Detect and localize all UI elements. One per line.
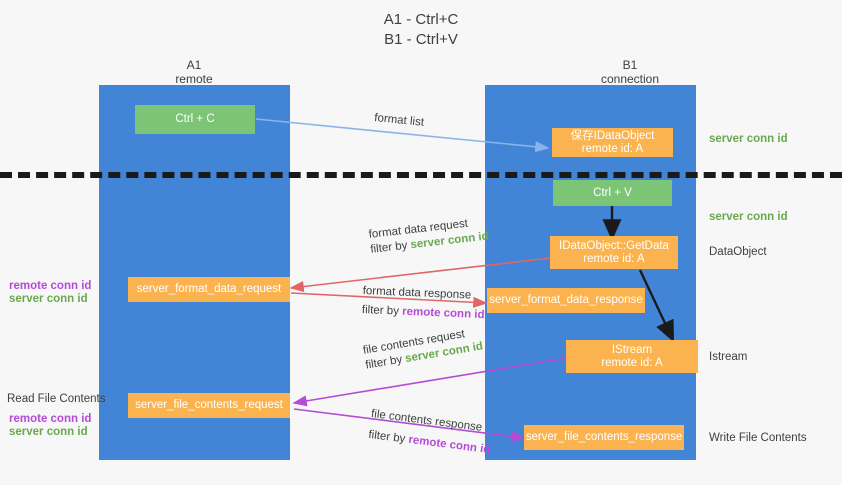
box-server-format-data-request[interactable]: server_format_data_request [128, 277, 290, 302]
right-label-server-conn-id-second: server conn id [709, 211, 788, 223]
box-ctrl-v[interactable]: Ctrl + V [553, 180, 672, 206]
arrow-format-data-request [289, 257, 552, 293]
right-label-dataobject: DataObject [709, 246, 767, 258]
filter-prefix: filter by [361, 303, 403, 318]
box-server-file-contents-response-label: server_file_contents_response [525, 431, 683, 443]
arrow-file-contents-request [292, 357, 568, 407]
edge-label-format-list-text: format list [373, 111, 425, 129]
box-server-format-data-request-label: server_format_data_request [136, 283, 282, 295]
box-ctrl-c[interactable]: Ctrl + C [135, 105, 255, 134]
lane-header-a1: A1 remote [94, 58, 294, 86]
box-server-file-contents-request[interactable]: server_file_contents_request [128, 393, 290, 418]
box-save-idataobject[interactable]: 保存IDataObject remote id: A [552, 128, 673, 157]
box-idataobject-getdata-label: IDataObject::GetData remote id: A [559, 239, 669, 265]
edge-label-format-data-response: format data response filter by remote co… [362, 284, 486, 323]
box-ctrl-v-label: Ctrl + V [593, 186, 632, 199]
diagram-title: A1 - Ctrl+C B1 - Ctrl+V [0, 10, 842, 50]
box-server-format-data-response[interactable]: server_format_data_response [487, 288, 645, 313]
box-ctrl-c-label: Ctrl + C [175, 113, 215, 125]
box-server-file-contents-response[interactable]: server_file_contents_response [524, 425, 684, 450]
lane-a1-subtitle: remote [175, 72, 213, 86]
arrow-format-list [255, 118, 550, 153]
left-label-remote-conn-id-bottom: remote conn id [9, 413, 92, 425]
left-label-server-conn-id-mid: server conn id [9, 293, 88, 305]
filter-value-remote-conn-id: remote conn id [401, 305, 485, 322]
lane-b1-subtitle: connection [600, 72, 660, 86]
filter-prefix: filter by [369, 239, 412, 256]
box-idataobject-getdata[interactable]: IDataObject::GetData remote id: A [550, 236, 678, 269]
box-save-idataobject-label: 保存IDataObject remote id: A [570, 129, 655, 155]
lane-header-b1: B1 connection [530, 58, 730, 86]
left-label-remote-conn-id-mid: remote conn id [9, 280, 92, 292]
lane-b1-name: B1 [622, 58, 638, 72]
arrow-getdata-to-istream [638, 269, 675, 343]
arrow-format-data-response [290, 292, 488, 308]
right-label-server-conn-id-top: server conn id [709, 133, 788, 145]
title-line-1: A1 - Ctrl+C [383, 11, 459, 28]
box-server-format-data-response-label: server_format_data_response [489, 294, 643, 306]
box-server-file-contents-request-label: server_file_contents_request [135, 399, 283, 411]
lane-a1-name: A1 [186, 58, 202, 72]
arrow-file-contents-response [293, 408, 526, 442]
filter-prefix: filter by [367, 428, 410, 446]
left-label-server-conn-id-bottom: server conn id [9, 426, 88, 438]
left-label-read-file-contents: Read File Contents [7, 393, 106, 405]
box-istream[interactable]: IStream remote id: A [566, 340, 698, 373]
title-line-2: B1 - Ctrl+V [384, 31, 458, 48]
phase-divider [0, 172, 842, 178]
box-istream-label: IStream remote id: A [601, 343, 663, 369]
right-label-write-file-contents: Write File Contents [709, 432, 807, 444]
right-label-istream: Istream [709, 351, 748, 363]
